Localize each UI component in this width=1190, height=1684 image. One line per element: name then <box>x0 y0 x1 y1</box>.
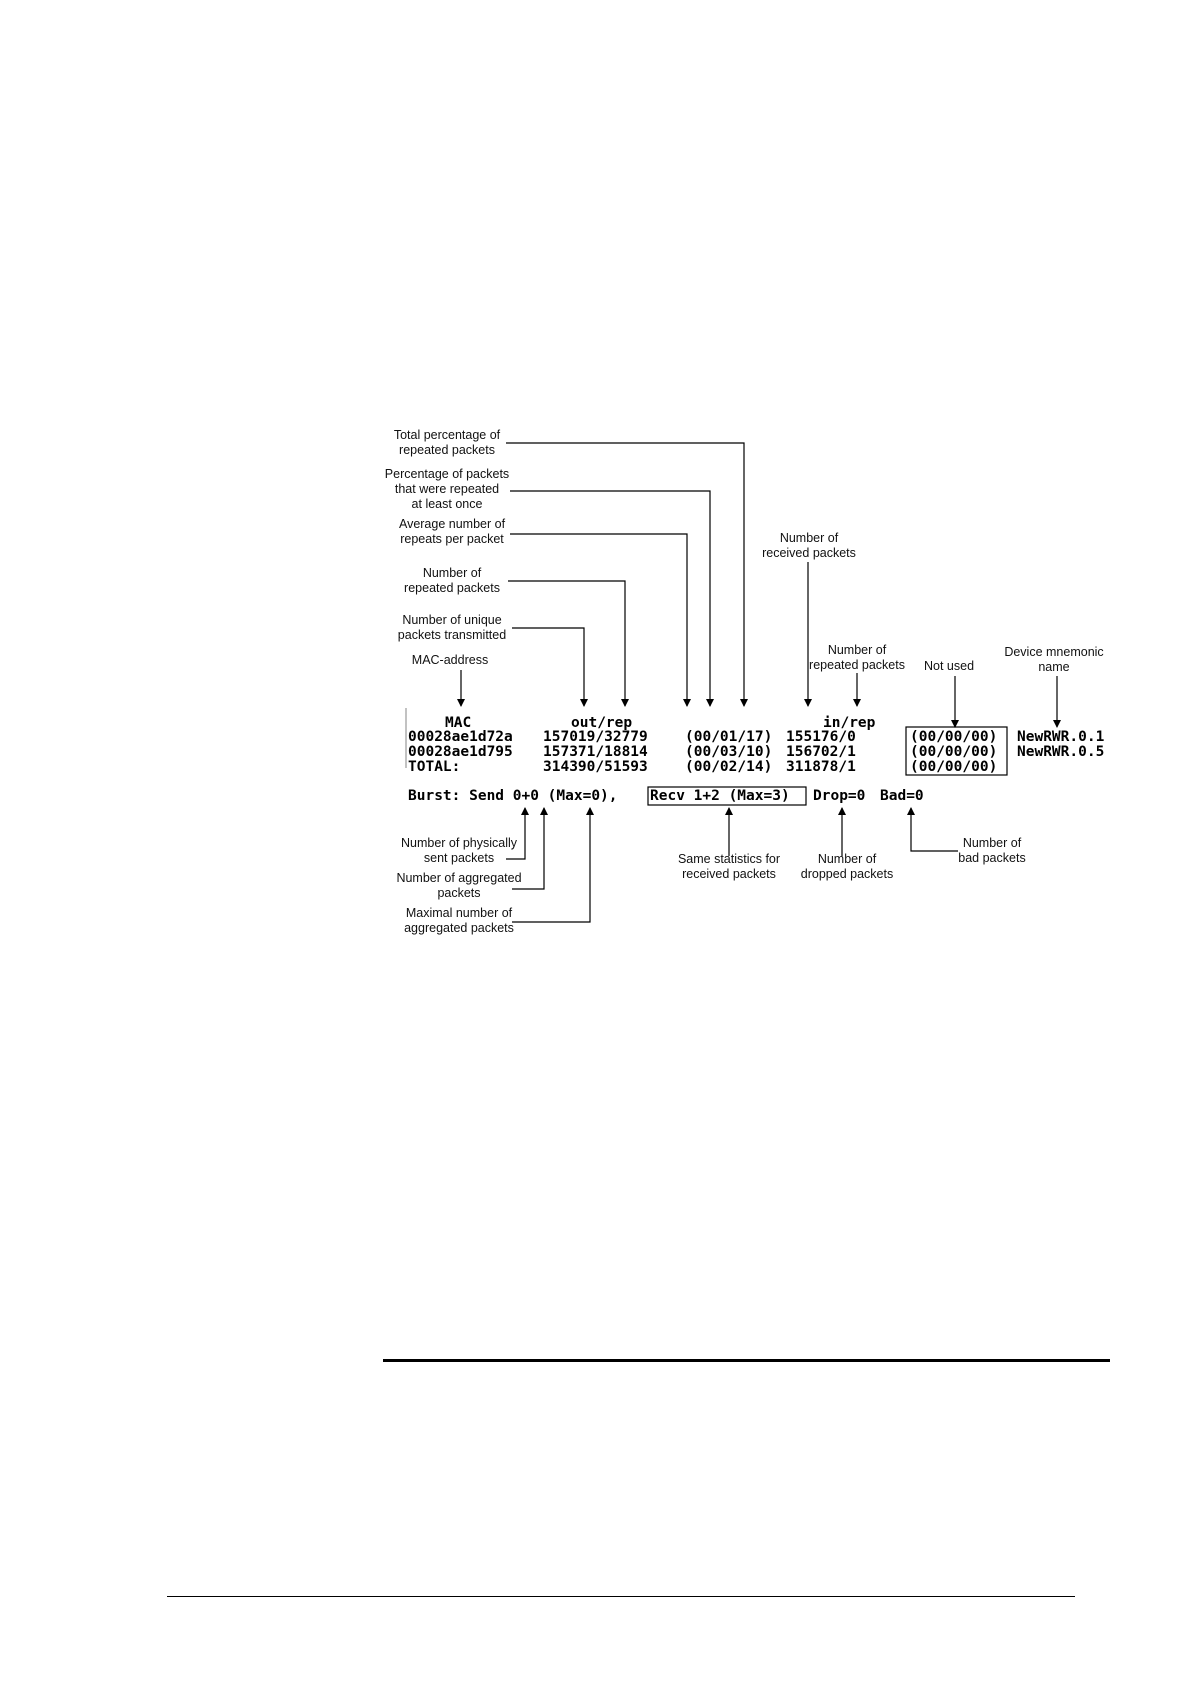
terminal-row-stats: (00/02/14) <box>685 759 773 775</box>
label-total-percentage: Total percentage of repeated packets <box>393 428 501 457</box>
section-divider <box>383 1359 1110 1362</box>
terminal-burst-bad: Bad=0 <box>880 788 924 804</box>
terminal-row-in: 311878/1 <box>786 759 856 775</box>
label-number-repeated: Number of repeated packets <box>404 566 500 595</box>
label-average-repeats: Average number of repeats per packet <box>398 517 506 546</box>
terminal-row-name: NewRWR.0.1 <box>1017 729 1105 745</box>
terminal-row-mac: TOTAL: <box>408 759 461 775</box>
footer-rule <box>167 1596 1075 1597</box>
terminal-row-out: 157371/18814 <box>543 744 648 760</box>
terminal-row-unused: (00/00/00) <box>910 759 998 775</box>
label-bad: Number of bad packets <box>958 836 1026 865</box>
terminal-burst-recv: Recv 1+2 (Max=3) <box>650 788 790 804</box>
label-number-unique: Number of unique packets transmitted <box>397 613 507 642</box>
label-physically-sent: Number of physically sent packets <box>400 836 517 865</box>
arrow-total-percentage <box>506 442 748 707</box>
label-maximal-aggregated: Maximal number of aggregated packets <box>404 906 514 935</box>
arrow-percentage-repeated <box>510 490 714 707</box>
label-device-name: Device mnemonic name <box>1004 645 1104 674</box>
arrow-bad <box>907 807 958 852</box>
arrow-maximal-aggregated <box>512 807 594 923</box>
terminal-row-in: 155176/0 <box>786 729 856 745</box>
label-same-statistics: Same statistics for received packets <box>677 852 781 881</box>
label-not-used: Not used <box>923 659 975 673</box>
label-dropped: Number of dropped packets <box>800 852 894 881</box>
label-percentage-repeated: Percentage of packets that were repeated… <box>384 467 510 511</box>
label-number-aggregated: Number of aggregated packets <box>396 871 522 900</box>
terminal-row-stats: (00/03/10) <box>685 744 773 760</box>
terminal-row-in: 156702/1 <box>786 744 856 760</box>
terminal-row-out: 314390/51593 <box>543 759 648 775</box>
label-mac-address: MAC-address <box>411 653 489 667</box>
terminal-row-unused: (00/00/00) <box>910 744 998 760</box>
terminal-header-in: in/rep <box>823 715 876 731</box>
terminal-header-mac: MAC <box>445 715 472 731</box>
arrow-number-repeated <box>508 580 629 707</box>
arrow-number-unique <box>512 627 588 707</box>
terminal-row-stats: (00/01/17) <box>685 729 773 745</box>
terminal-row-out: 157019/32779 <box>543 729 648 745</box>
terminal-row-name: NewRWR.0.5 <box>1017 744 1105 760</box>
label-number-received: Number of received packets <box>762 531 856 560</box>
terminal-row-unused: (00/00/00) <box>910 729 998 745</box>
not-used-box <box>905 726 1008 776</box>
terminal-burst-drop: Drop=0 <box>813 788 866 804</box>
terminal-row-mac: 00028ae1d72a <box>408 729 513 745</box>
terminal-header-out: out/rep <box>571 715 633 731</box>
terminal-row-mac: 00028ae1d795 <box>408 744 513 760</box>
recv-stats-box <box>647 786 807 806</box>
terminal-burst-send: Burst: Send 0+0 (Max=0), <box>408 788 618 804</box>
arrow-average-repeats <box>510 533 691 707</box>
arrow-physically-sent <box>506 807 529 860</box>
label-number-repeated-in: Number of repeated packets <box>809 643 905 672</box>
arrow-number-aggregated <box>512 807 548 890</box>
